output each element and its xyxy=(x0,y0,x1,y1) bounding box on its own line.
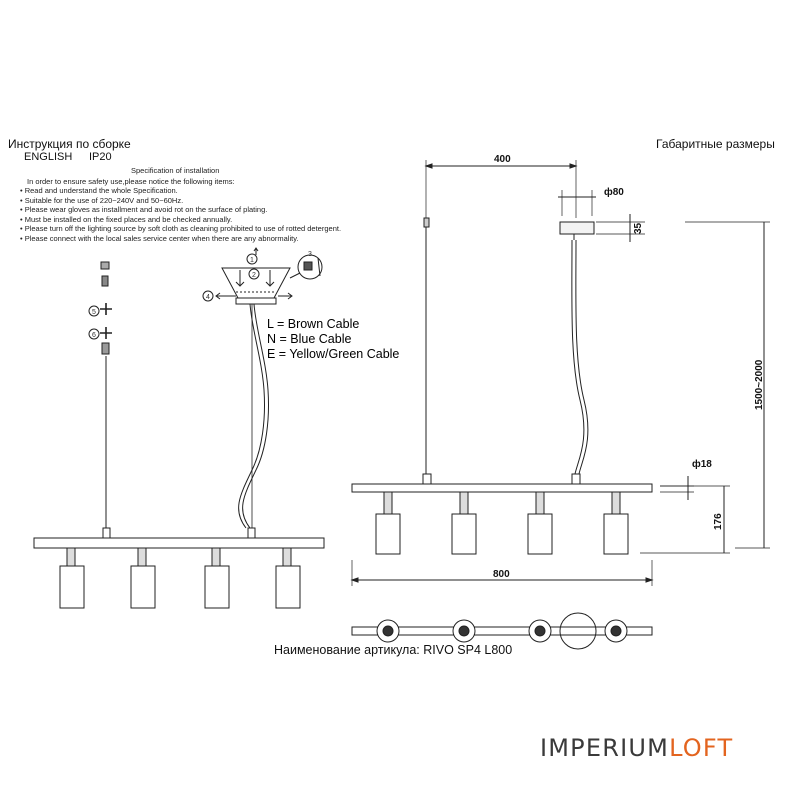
spec-item: • Read and understand the whole Specific… xyxy=(20,186,178,195)
grip-part xyxy=(101,342,110,355)
ip-rating: IP20 xyxy=(89,151,112,163)
canopy-shape xyxy=(221,267,291,299)
bar-mount-2 xyxy=(247,527,256,539)
step-number-3: 3 xyxy=(308,251,312,258)
dim-bar-length-label: 800 xyxy=(493,569,510,580)
dim-hang-length-label: 1500~2000 xyxy=(754,359,765,410)
spec-list: • Read and understand the whole Specific… xyxy=(20,186,341,243)
right-bar xyxy=(351,483,653,493)
spec-item: • Please connect with the local sales se… xyxy=(20,233,299,243)
screw-6 xyxy=(100,327,112,339)
dim-canopy-diameter-label: ф80 xyxy=(604,186,624,198)
connector-part xyxy=(101,275,109,287)
spec-item: • Suitable for the use of 220~240V and 5… xyxy=(20,195,184,205)
dim-canopy-height-label: 35 xyxy=(633,222,644,234)
step-number-5: 5 xyxy=(92,309,96,316)
step-number-6: 6 xyxy=(92,332,96,339)
spec-item: • Please turn off the lighting source by… xyxy=(20,224,342,233)
cable-label-e: E = Yellow/Green Cable xyxy=(267,347,400,361)
top-view-canopy xyxy=(559,612,597,650)
step-number-4: 4 xyxy=(206,294,210,301)
power-cable xyxy=(238,303,265,529)
spec-title: Specification of installation xyxy=(131,166,220,175)
article-name: Наименование артикула: RIVO SP4 L800 xyxy=(274,643,513,657)
brand-logo: IMPERIUMLOFT xyxy=(540,734,734,762)
spec-item: • Must be installed on the fixed places … xyxy=(20,214,233,224)
right-spotlights xyxy=(375,491,629,555)
step-number-1: 1 xyxy=(250,257,254,264)
spec-item: • Please wear gloves as installment and … xyxy=(20,205,268,214)
top-view-spots xyxy=(376,619,628,643)
assembly-title: Инструкция по сборке xyxy=(8,137,131,151)
screw-5 xyxy=(100,303,112,315)
canopy-plate xyxy=(235,297,277,305)
top-view-bar xyxy=(351,626,653,636)
cable-label-l: L = Brown Cable xyxy=(267,317,360,331)
dim-shade-height-label: 176 xyxy=(713,513,724,530)
bar-mount-1 xyxy=(102,527,111,539)
language-label: ENGLISH xyxy=(24,151,73,163)
cable-label-n: N = Blue Cable xyxy=(267,332,352,346)
dim-bar-diameter-label: ф18 xyxy=(692,458,712,470)
right-canopy xyxy=(559,221,595,235)
dim-offset-label: 400 xyxy=(494,154,511,165)
spec-intro: In order to ensure safety use,please not… xyxy=(27,177,235,186)
left-bar xyxy=(33,537,325,549)
left-spotlights xyxy=(59,547,301,609)
hook-part xyxy=(100,261,110,270)
step-number-2: 2 xyxy=(252,272,256,279)
dimensions-title: Габаритные размеры xyxy=(656,137,775,151)
